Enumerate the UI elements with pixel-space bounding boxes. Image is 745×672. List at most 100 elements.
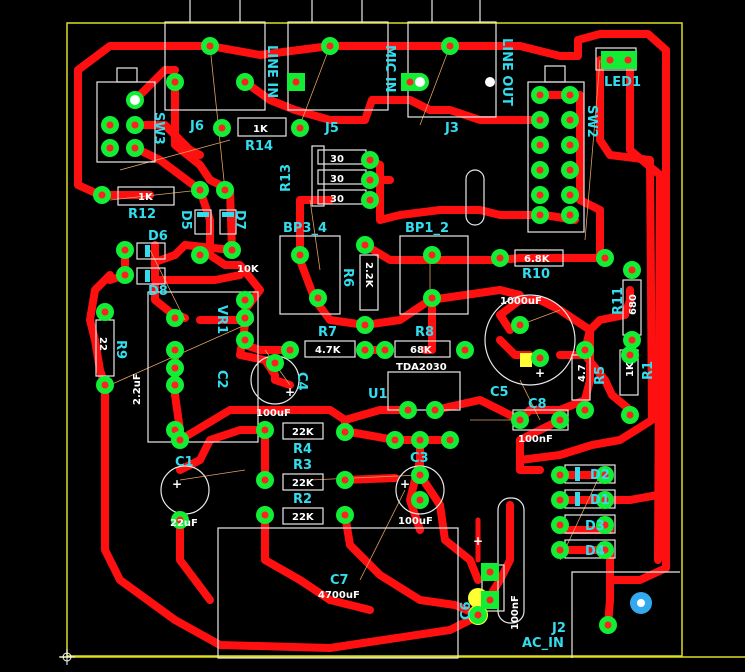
pad-drill bbox=[416, 471, 424, 479]
pad-drill bbox=[292, 78, 300, 86]
pad-drill bbox=[176, 436, 184, 444]
pad-drill bbox=[101, 308, 109, 316]
label-c3: C3 bbox=[410, 451, 429, 466]
label-sw3: SW3 bbox=[151, 112, 166, 145]
value-r11: 680 bbox=[628, 294, 639, 315]
pad-drill bbox=[171, 346, 179, 354]
polarity-marks: + + + + + bbox=[172, 366, 545, 548]
label-u1: U1 bbox=[368, 387, 388, 402]
pad-drill bbox=[536, 211, 544, 219]
pad-drill bbox=[516, 416, 524, 424]
pad-drill bbox=[536, 191, 544, 199]
label-c8: C8 bbox=[528, 397, 547, 412]
pad-drill bbox=[286, 346, 294, 354]
pad-drill bbox=[131, 144, 139, 152]
svg-text:+: + bbox=[473, 534, 483, 548]
label-j3: J3 bbox=[444, 121, 459, 136]
label-j6: J6 bbox=[189, 119, 204, 134]
value-r4: 22K bbox=[292, 427, 315, 438]
pad-drill bbox=[106, 121, 114, 129]
pad-drill bbox=[261, 511, 269, 519]
label-sw2: SW2 bbox=[584, 105, 599, 138]
pad-drill bbox=[341, 511, 349, 519]
pad-drill bbox=[626, 351, 634, 359]
label-ac-in: AC_IN bbox=[522, 636, 564, 651]
value-c7: 4700uF bbox=[318, 590, 360, 601]
pad-drill bbox=[241, 78, 249, 86]
pad-drill bbox=[366, 196, 374, 204]
pad-drill bbox=[601, 471, 609, 479]
label-r2: R2 bbox=[293, 492, 312, 507]
pad-drill bbox=[536, 116, 544, 124]
value-u1-part: TDA2030 bbox=[396, 362, 447, 373]
pad-drill bbox=[536, 91, 544, 99]
label-r3: R3 bbox=[293, 458, 312, 473]
label-r7: R7 bbox=[318, 325, 337, 340]
label-r5: R5 bbox=[593, 366, 608, 385]
svg-text:+: + bbox=[285, 385, 295, 399]
ac-in-pad-drill bbox=[637, 599, 645, 607]
pad-drill bbox=[241, 296, 249, 304]
label-d2: D2 bbox=[590, 468, 610, 483]
value-c6: 100nF bbox=[510, 595, 521, 630]
value-r6: 2.2K bbox=[363, 262, 374, 289]
pad-drill bbox=[171, 364, 179, 372]
value-r13-3: 30 bbox=[330, 194, 344, 205]
pad-drill bbox=[581, 346, 589, 354]
pad-drill bbox=[536, 141, 544, 149]
label-r14: R14 bbox=[245, 139, 273, 154]
pad-drill bbox=[391, 436, 399, 444]
pad-drill bbox=[271, 359, 279, 367]
pad-drill bbox=[556, 521, 564, 529]
pad-drill bbox=[628, 336, 636, 344]
pad-drill bbox=[416, 436, 424, 444]
pad-drill bbox=[296, 251, 304, 259]
pad-drill bbox=[601, 521, 609, 529]
value-r12: 1K bbox=[138, 192, 154, 203]
pad-drill bbox=[566, 211, 574, 219]
value-r7: 4.7K bbox=[315, 345, 342, 356]
pad-drill bbox=[536, 354, 544, 362]
pad-drill bbox=[261, 476, 269, 484]
label-c7: C7 bbox=[330, 573, 349, 588]
pad-drill bbox=[601, 546, 609, 554]
pad-drill bbox=[131, 121, 139, 129]
pad-drill bbox=[221, 186, 229, 194]
pad-drill bbox=[404, 406, 412, 414]
pad-drill bbox=[176, 516, 184, 524]
pad-drill bbox=[341, 428, 349, 436]
pad-drill bbox=[446, 42, 454, 50]
pad-drill bbox=[361, 321, 369, 329]
label-c4: C4 bbox=[294, 372, 309, 391]
value-c4: 100uF bbox=[256, 408, 291, 419]
label-r13: R13 bbox=[279, 164, 294, 192]
pad-drill bbox=[261, 426, 269, 434]
label-d8: D8 bbox=[148, 284, 168, 299]
label-led1: LED1 bbox=[604, 75, 641, 90]
pad-drill bbox=[496, 254, 504, 262]
value-r13-1: 30 bbox=[330, 154, 344, 165]
pad-drill bbox=[446, 436, 454, 444]
pad-drill bbox=[106, 144, 114, 152]
label-r11: R11 bbox=[611, 287, 626, 315]
pad-drill bbox=[241, 314, 249, 322]
mount-hole bbox=[485, 77, 495, 87]
pad-drill bbox=[366, 176, 374, 184]
pad-drill bbox=[171, 381, 179, 389]
value-r9: 22 bbox=[97, 337, 108, 351]
label-r8: R8 bbox=[415, 325, 434, 340]
pad-drill bbox=[566, 166, 574, 174]
value-r8: 68K bbox=[410, 345, 433, 356]
pad-drill bbox=[474, 611, 482, 619]
label-d6: D6 bbox=[148, 229, 168, 244]
pad-drill bbox=[196, 186, 204, 194]
label-line-in: LINE IN bbox=[264, 45, 279, 98]
pad-drill bbox=[486, 568, 494, 576]
label-c5: C5 bbox=[490, 385, 509, 400]
label-j5: J5 bbox=[324, 121, 339, 136]
label-r10: R10 bbox=[522, 267, 550, 282]
value-c5: 1000uF bbox=[500, 296, 542, 307]
pad-drill bbox=[601, 254, 609, 262]
pad-drill bbox=[196, 251, 204, 259]
